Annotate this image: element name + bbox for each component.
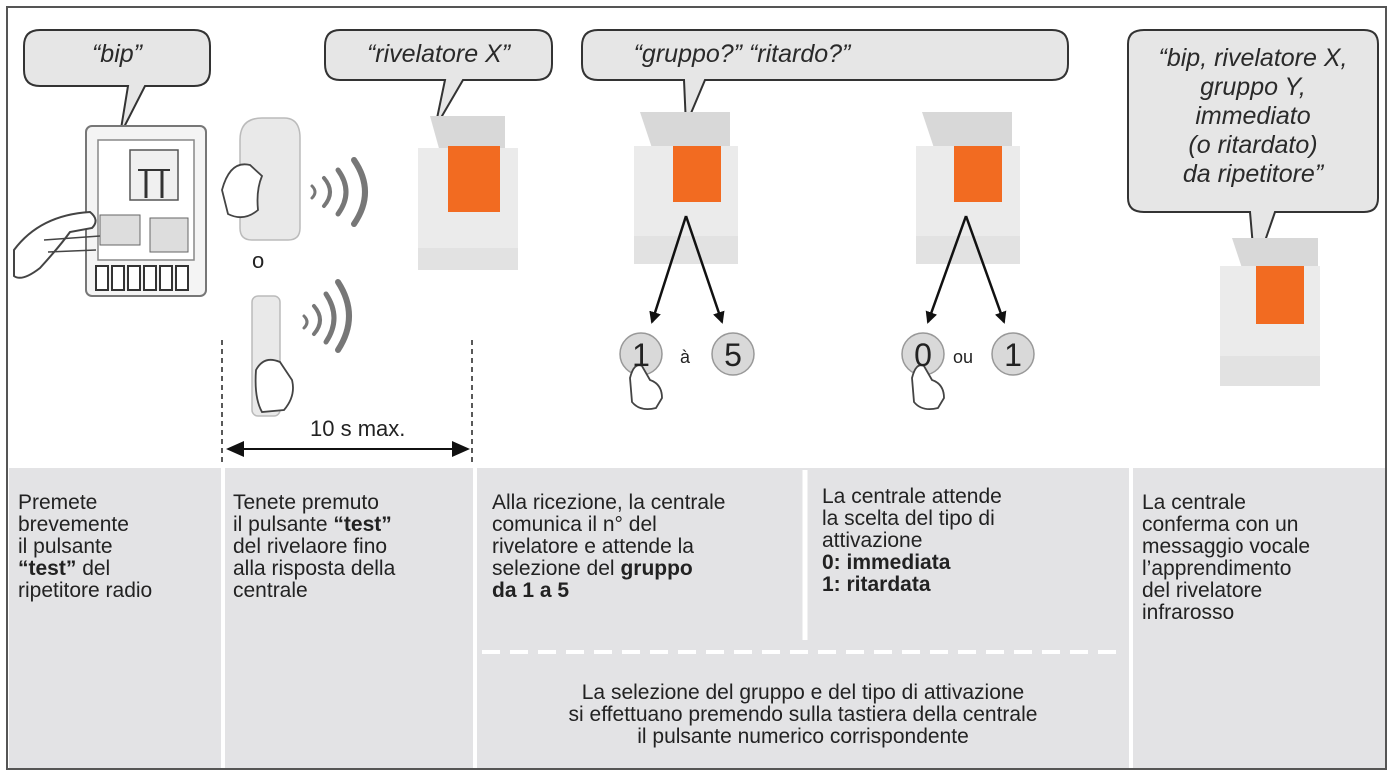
central-unit-2 [634,112,738,264]
bubble-text-rivelatore: “rivelatore X” [366,40,511,68]
time-arrow-left-head [226,441,244,457]
bubble-text-final: “bip, rivelatore X, gruppo Y, immediato … [1158,44,1348,188]
step-2-panel [225,468,473,768]
key-5-circle [711,332,755,376]
time-limit-label: 10 s max. [310,416,406,441]
step-1-panel [9,468,221,768]
radio-repeater-device [13,125,207,297]
choice-ou-label: ou [953,347,974,367]
or-label: o [252,248,265,273]
shared-note-text: La selezione del gruppo e del tipo di at… [568,681,1038,748]
step-2-text: Tenete premuto il pulsante “test” del ri… [233,491,396,602]
arrow-to-1b [964,215,1007,324]
central-unit-1 [418,116,518,270]
speech-bubble-rivelatore [324,29,553,129]
key-1b-label: 1 [1004,337,1022,373]
arrow-to-1 [649,215,688,324]
step-5-text: La centrale conferma con un messaggio vo… [1142,491,1311,624]
bubble-text-bip: “bip” [91,40,142,68]
arrow-to-0 [925,215,968,324]
radio-waves-top [310,157,368,227]
infrared-detector [221,117,301,241]
hand-press-icon [629,364,663,411]
door-contact [251,295,294,417]
central-unit-4 [1220,238,1320,386]
arrow-to-5 [684,215,725,324]
speech-bubble-gruppo [581,29,1069,126]
key-5-label: 5 [724,337,742,373]
step-3-text: Alla ricezione, la centrale comunica il … [492,491,726,602]
hand-press-icon [911,364,945,411]
radio-waves-bottom [302,279,352,353]
time-arrow-right-head [452,441,470,457]
step-1-text: Premete brevemente il pulsante “test” de… [18,491,153,602]
step-5-panel [1133,468,1385,768]
key-1-label: 1 [632,337,650,373]
bubble-text-gruppo: “gruppo?” “ritardo?” [633,40,851,68]
key-1b-circle [991,332,1035,376]
step-4-text: La centrale attende la scelta del tipo d… [822,485,1002,596]
central-unit-3 [916,112,1020,264]
key-0-label: 0 [914,337,932,373]
speech-bubble-bip [23,29,211,136]
range-a-label: à [680,347,691,367]
